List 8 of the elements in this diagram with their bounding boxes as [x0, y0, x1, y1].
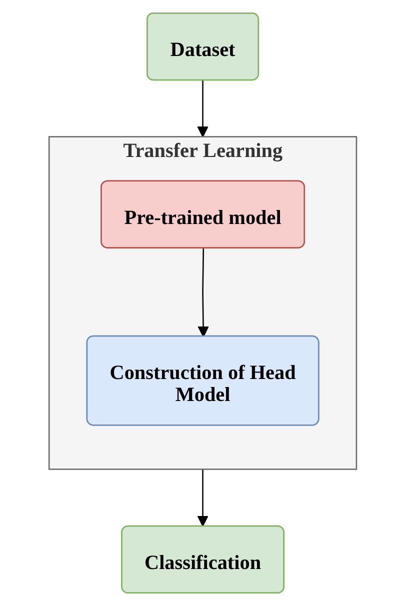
process-box: Pre-trained model: [100, 180, 306, 248]
process-box: Dataset: [146, 12, 260, 80]
process-box: Classification: [121, 524, 285, 594]
group-title: Transfer Learning: [123, 139, 283, 162]
arrow: [197, 79, 209, 137]
arrow: [197, 468, 209, 526]
process-box: Construction of Head Model: [86, 334, 320, 426]
arrow: [198, 248, 210, 337]
